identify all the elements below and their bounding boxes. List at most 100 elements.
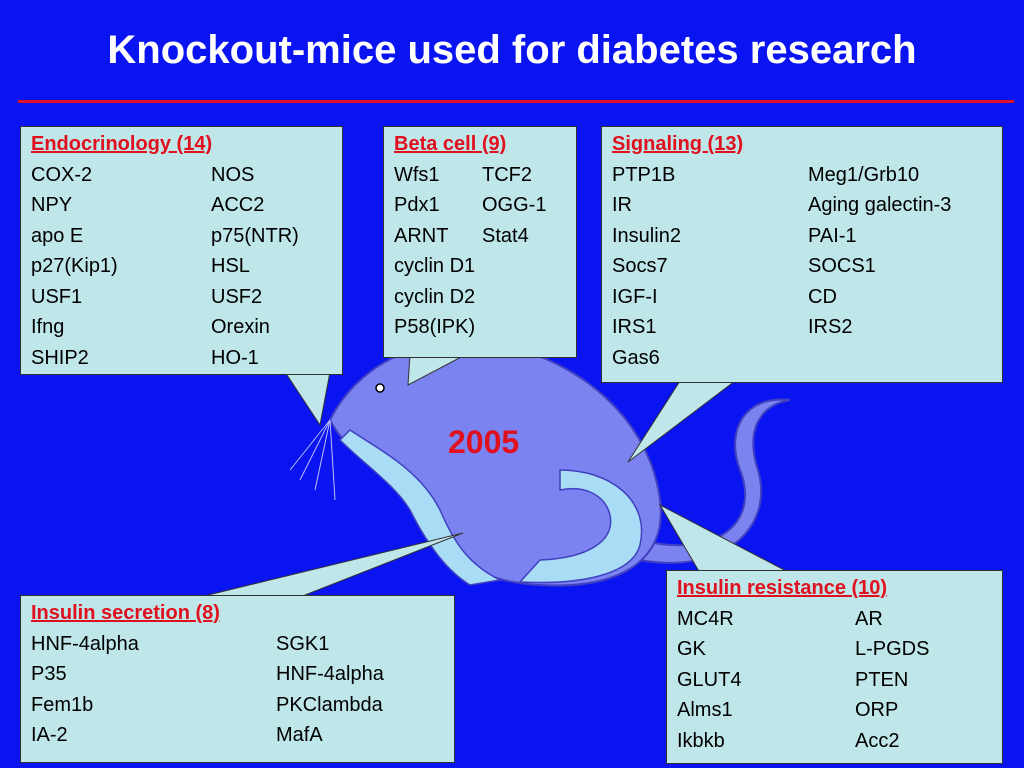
gene-row: cyclin D2: [394, 282, 566, 313]
gene-row: GK L-PGDS: [677, 634, 992, 665]
callout-heading: Insulin resistance (10): [677, 577, 888, 599]
gene-name: USF1: [31, 285, 83, 308]
gene-row: NPY ACC2: [31, 190, 332, 221]
year-label: 2005: [448, 424, 520, 460]
gene-name: ACC2: [211, 194, 265, 216]
gene-name: Meg1/Grb10: [808, 163, 920, 186]
gene-name: CD: [808, 285, 837, 308]
gene-name: GLUT4: [677, 668, 742, 691]
gene-name: PKClambda: [276, 693, 383, 716]
gene-name: Wfs1: [394, 163, 440, 186]
gene-name: AR: [855, 607, 883, 630]
gene-row: IRS1 IRS2: [612, 312, 992, 343]
gene-row: SHIP2 HO-1: [31, 343, 332, 374]
gene-row: Wfs1 TCF2: [394, 160, 566, 191]
callout-heading: Endocrinology (14): [31, 133, 213, 155]
gene-name: Orexin: [211, 316, 270, 338]
gene-name: apo E: [31, 224, 84, 247]
gene-name: MafA: [276, 724, 323, 746]
gene-name: Pdx1: [394, 194, 440, 216]
gene-name: HNF-4alpha: [276, 663, 384, 685]
gene-name: p75(NTR): [211, 224, 299, 247]
callout-heading: Beta cell (9): [394, 133, 507, 155]
callout-pointer-signaling: [627, 380, 737, 463]
gene-name: IRS2: [808, 316, 853, 338]
gene-row: P35 HNF-4alpha: [31, 659, 444, 690]
gene-name: cyclin D1: [394, 255, 476, 277]
gene-row: Ifng Orexin: [31, 312, 332, 343]
gene-name: HNF-4alpha: [31, 632, 139, 655]
gene-name: IGF-I: [612, 285, 658, 308]
callout-pointer-endocrinology: [284, 371, 331, 427]
gene-row: COX-2 NOS: [31, 160, 332, 191]
gene-row: Pdx1 OGG-1: [394, 190, 566, 221]
mouse-eye: [375, 383, 385, 393]
gene-name: HSL: [211, 255, 250, 277]
gene-row: PTP1B Meg1/Grb10: [612, 160, 992, 191]
gene-row: IGF-I CD: [612, 282, 992, 313]
gene-name: Ifng: [31, 316, 65, 338]
gene-row: cyclin D1: [394, 251, 566, 282]
gene-name: Ikbkb: [677, 729, 725, 752]
gene-row: p27(Kip1)HSL: [31, 251, 332, 282]
gene-name: PAI-1: [808, 224, 857, 247]
gene-name: COX-2: [31, 163, 93, 186]
gene-name: ORP: [855, 699, 899, 721]
gene-name: IA-2: [31, 724, 68, 746]
gene-name: L-PGDS: [855, 638, 930, 660]
callout-pointer-insulin-secretion: [199, 532, 464, 598]
slide-title: Knockout-mice used for diabetes research: [107, 28, 917, 72]
gene-name: OGG-1: [482, 194, 547, 216]
gene-name: Acc2: [855, 729, 900, 752]
gene-name: Stat4: [482, 224, 529, 247]
gene-name: TCF2: [482, 163, 532, 186]
gene-row: Fem1b PKClambda: [31, 690, 444, 721]
mouse-hind-leg: [518, 469, 643, 584]
callout-heading: Signaling (13): [612, 133, 744, 155]
gene-name: SOCS1: [808, 255, 876, 277]
gene-name: cyclin D2: [394, 285, 476, 308]
gene-name: IRS1: [612, 316, 657, 338]
gene-row: apo E p75(NTR): [31, 221, 332, 252]
gene-name: PTP1B: [612, 163, 676, 186]
gene-row: P58(IPK): [394, 312, 566, 343]
gene-row: Ikbkb Acc2: [677, 726, 992, 757]
gene-name: HO-1: [211, 346, 259, 369]
gene-row: Alms1 ORP: [677, 695, 992, 726]
gene-name: SGK1: [276, 632, 330, 655]
gene-row: ARNT Stat4: [394, 221, 566, 252]
gene-name: Alms1: [677, 699, 733, 721]
callout-heading: Insulin secretion (8): [31, 602, 220, 624]
gene-row: IA-2 MafA: [31, 720, 444, 751]
gene-row: IR Aging galectin-3: [612, 190, 992, 221]
gene-name: Fem1b: [31, 693, 94, 716]
gene-name: Aging galectin-3: [808, 194, 952, 216]
gene-name: P35: [31, 663, 67, 685]
gene-name: SHIP2: [31, 346, 89, 369]
gene-row: Gas6: [612, 343, 992, 374]
gene-name: GK: [677, 638, 706, 660]
gene-row: Insulin2 PAI-1: [612, 221, 992, 252]
gene-name: NPY: [31, 194, 73, 216]
gene-row: HNF-4alpha SGK1: [31, 629, 444, 660]
gene-name: IR: [612, 194, 632, 216]
mouse-whiskers: [289, 419, 336, 501]
callout-endocrinology: Endocrinology (14) COX-2 NOS NPY ACC2 apo E p…: [20, 126, 343, 375]
gene-name: Socs7: [612, 255, 668, 277]
gene-row: Socs7 SOCS1: [612, 251, 992, 282]
gene-name: Insulin2: [612, 224, 681, 247]
mouse-tail: [639, 398, 791, 564]
mouse-underside: [338, 429, 503, 586]
gene-name: ARNT: [394, 224, 449, 247]
gene-name: NOS: [211, 163, 255, 186]
title-divider: [18, 100, 1014, 103]
gene-name: Gas6: [612, 346, 660, 369]
